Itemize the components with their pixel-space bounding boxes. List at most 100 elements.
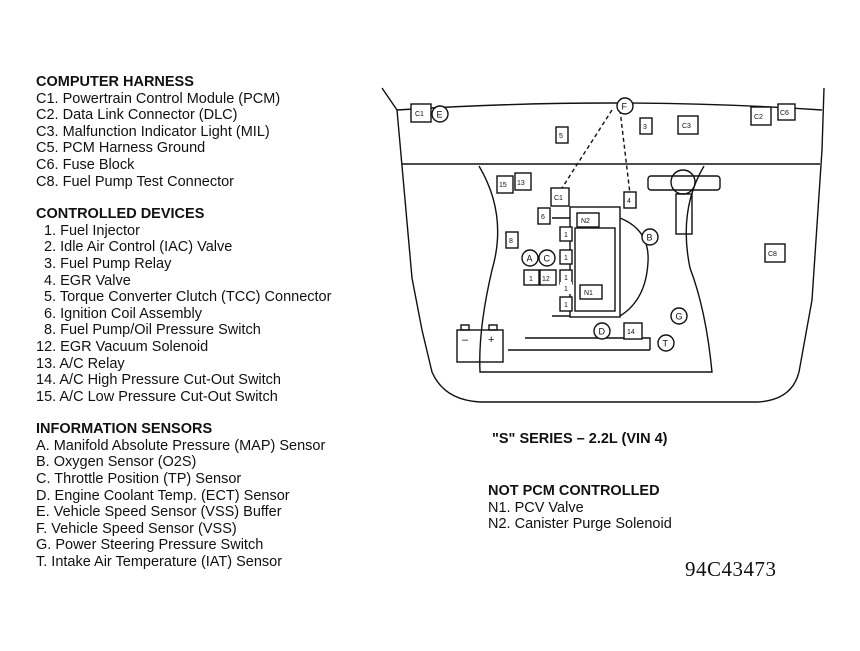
box-3-label: 3: [643, 124, 647, 131]
box-c3: [677, 115, 699, 135]
exhaust-line: [552, 217, 570, 317]
box-r1a: [559, 226, 573, 242]
throttle-body: [675, 193, 693, 235]
legend-item-g: G. Power Steering Pressure Switch: [36, 537, 264, 554]
legend-item-4: 4. EGR Valve: [44, 272, 131, 289]
legend-item-f: F. Vehicle Speed Sensor (VSS): [36, 520, 237, 537]
sensor-circle-g-label: G: [676, 312, 683, 322]
sensor-circle-c: [538, 249, 556, 267]
legend-item-c2: C2. Data Link Connector (DLC): [36, 107, 238, 124]
battery-plus-sign: +: [488, 334, 494, 346]
legend-item-a: A. Manifold Absolute Pressure (MAP) Sens…: [36, 437, 326, 454]
box-13-label: 13: [517, 180, 525, 187]
box-labels: C1 5 3 C3 C2 C6 15 13 C1 4 6 N2 8 1 1 1 …: [410, 103, 796, 340]
box-n1: [579, 284, 603, 300]
box-c3-label: C3: [682, 123, 691, 130]
box-14: [623, 322, 643, 340]
battery: [456, 329, 504, 363]
box-15: [496, 175, 514, 194]
box-r1b: [559, 249, 573, 265]
box-6: [537, 207, 551, 225]
legend-item-15: 15. A/C Low Pressure Cut-Out Switch: [36, 388, 278, 405]
legend-item-n2: N2. Canister Purge Solenoid: [488, 516, 672, 533]
box-c1-engine: [550, 187, 570, 207]
box-1-block-label: 1: [529, 276, 533, 283]
box-c1-dash-label: C1: [415, 111, 424, 118]
sensor-circle-g: [670, 307, 688, 325]
box-5-label: 5: [559, 133, 563, 140]
sensor-circle-d-label: D: [599, 327, 606, 337]
sensor-circles: E F B A C D G T: [431, 97, 688, 352]
legend-item-8: 8. Fuel Pump/Oil Pressure Switch: [44, 322, 261, 339]
legend-item-13: 13. A/C Relay: [36, 355, 125, 372]
box-c2: [750, 106, 772, 126]
sensor-circle-b-label: B: [647, 233, 653, 243]
intake-runner: [619, 217, 649, 317]
legend-item-5: 5. Torque Converter Clutch (TCC) Connect…: [44, 289, 332, 306]
box-r1c-label: 1: [564, 275, 568, 282]
controlled-devices-heading: CONTROLLED DEVICES: [36, 206, 205, 223]
box-12-label: 12: [542, 276, 550, 283]
box-r1b-label: 1: [564, 255, 568, 262]
legend-item-6: 6. Ignition Coil Assembly: [44, 305, 202, 322]
legend-item-e: E. Vehicle Speed Sensor (VSS) Buffer: [36, 504, 282, 521]
box-r1d-label: 1: [564, 302, 568, 309]
box-15-label: 15: [499, 182, 507, 189]
box-4: [623, 191, 637, 209]
legend-item-c6: C6. Fuse Block: [36, 156, 135, 173]
box-c1-dash: [410, 103, 432, 123]
dash-route-1: [561, 109, 613, 189]
sensor-circle-f: [616, 97, 634, 115]
legend-not-pcm: NOT PCM CONTROLLED N1. PCV Valve N2. Can…: [488, 483, 672, 533]
sensor-circle-e: [431, 105, 449, 123]
legend-item-2: 2. Idle Air Control (IAC) Valve: [44, 239, 233, 256]
information-sensors-heading: INFORMATION SENSORS: [36, 421, 213, 438]
legend-item-d: D. Engine Coolant Temp. (ECT) Sensor: [36, 487, 290, 504]
sensor-circle-t: [657, 334, 675, 352]
engine-bay-outline: [478, 165, 713, 373]
legend-item-c5: C5. PCM Harness Ground: [36, 140, 206, 157]
legend-item-c1: C1. Powertrain Control Module (PCM): [36, 90, 281, 107]
box-n2: [576, 212, 600, 228]
box-c8-label: C8: [768, 251, 777, 258]
sensor-circle-t-label: T: [663, 339, 669, 349]
sensor-circle-d: [593, 322, 611, 340]
box-r1e: [560, 282, 572, 294]
box-12: [539, 269, 557, 286]
box-14-label: 14: [627, 329, 635, 336]
box-8-label: 8: [509, 238, 513, 245]
vehicle-outline: [381, 87, 825, 403]
legend-item-1: 1. Fuel Injector: [44, 222, 140, 239]
battery-terminal-right: [488, 324, 498, 331]
series-title: "S" SERIES – 2.2L (VIN 4): [492, 431, 668, 447]
box-c6: [777, 103, 796, 121]
box-13: [514, 172, 532, 191]
sensor-circle-c-label: C: [544, 254, 551, 264]
box-4-label: 4: [627, 198, 631, 205]
battery-terminal-left: [460, 324, 470, 331]
box-n1-label: N1: [584, 290, 593, 297]
legend-item-b: B. Oxygen Sensor (O2S): [36, 454, 197, 471]
box-8: [505, 231, 519, 249]
sensor-circle-e-label: E: [437, 110, 443, 120]
box-c6-label: C6: [780, 110, 789, 117]
engine-lower: [525, 337, 651, 350]
box-c1-engine-label: C1: [554, 195, 563, 202]
box-5: [555, 126, 569, 144]
legend-left: COMPUTER HARNESS C1. Powertrain Control …: [36, 74, 331, 571]
box-c2-label: C2: [754, 114, 763, 121]
air-cleaner-base: [647, 175, 721, 191]
legend-item-t: T. Intake Air Temperature (IAT) Sensor: [36, 554, 283, 571]
legend-item-n1: N1. PCV Valve: [488, 499, 584, 516]
computer-harness-heading: COMPUTER HARNESS: [36, 74, 194, 90]
figure-code: 94C43473: [685, 557, 777, 581]
legend-item-14: 14. A/C High Pressure Cut-Out Switch: [36, 372, 281, 389]
sensor-circle-a-label: A: [527, 254, 533, 264]
box-r1a-label: 1: [564, 232, 568, 239]
legend-item-c: C. Throttle Position (TP) Sensor: [36, 471, 242, 488]
box-c8: [764, 243, 786, 263]
box-r1d: [559, 296, 573, 312]
box-n2-label: N2: [581, 218, 590, 225]
sensor-circle-f-label: F: [622, 102, 628, 112]
